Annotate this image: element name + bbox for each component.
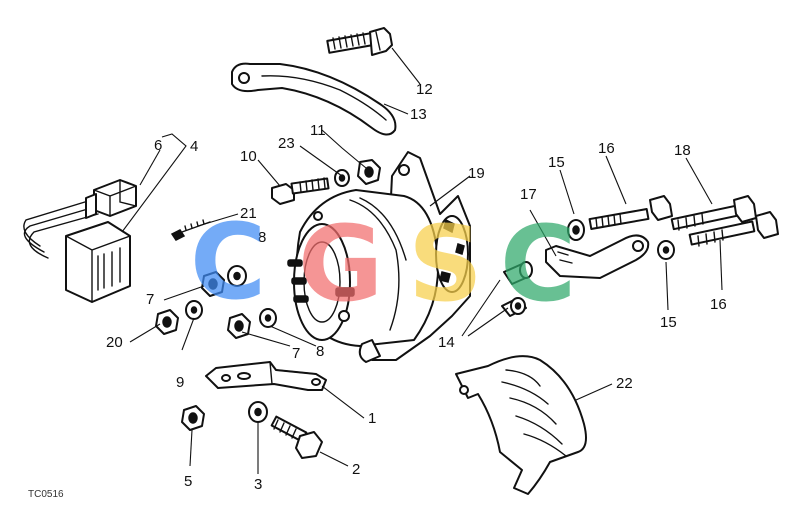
part-16-bolt-lower bbox=[688, 211, 779, 247]
callout-8-upper: 8 bbox=[258, 229, 266, 246]
callout-4: 4 bbox=[190, 138, 198, 155]
watermark-letter-c2: C bbox=[500, 203, 576, 325]
callout-17: 17 bbox=[520, 186, 537, 203]
part-21-screw bbox=[170, 219, 211, 241]
part-7-nut-upper bbox=[201, 271, 225, 297]
part-17-upper-bracket bbox=[545, 234, 650, 279]
part-4-voltage-regulator bbox=[65, 221, 131, 303]
watermark-letter-g: G bbox=[298, 203, 383, 325]
callout-3: 3 bbox=[254, 476, 262, 493]
part-6-wiring-connector bbox=[23, 179, 137, 259]
callout-14: 14 bbox=[438, 334, 455, 351]
callout-23: 23 bbox=[278, 135, 295, 152]
callout-15-upper: 15 bbox=[548, 154, 565, 171]
part-8-washer-upper bbox=[227, 265, 247, 287]
part-13-adjusting-strap bbox=[231, 62, 397, 136]
part-7-nut-lower bbox=[227, 313, 251, 339]
callout-9: 9 bbox=[176, 374, 184, 391]
part-14-spacer-lower bbox=[501, 297, 527, 317]
part-16-bolt-upper bbox=[588, 195, 673, 230]
callout-13: 13 bbox=[410, 106, 427, 123]
part-20-nut bbox=[155, 309, 179, 335]
part-18-bolt bbox=[670, 195, 757, 231]
leader-lines bbox=[121, 47, 723, 474]
part-22-shield bbox=[455, 355, 587, 495]
callout-7-upper: 7 bbox=[146, 291, 154, 308]
watermark-letter-c1: C bbox=[190, 201, 266, 323]
callout-16-upper: 16 bbox=[598, 140, 615, 157]
callout-16-lower: 16 bbox=[710, 296, 727, 313]
callout-15-lower: 15 bbox=[660, 314, 677, 331]
part-5-nut bbox=[181, 405, 205, 431]
part-10-bolt bbox=[271, 177, 330, 205]
part-3-washer bbox=[248, 401, 268, 423]
callout-1: 1 bbox=[368, 410, 376, 427]
callout-2: 2 bbox=[352, 461, 360, 478]
callout-labels: 12 13 6 4 11 23 10 19 15 16 18 17 21 8 7… bbox=[106, 81, 727, 493]
part-19-alternator bbox=[287, 151, 471, 363]
callout-12: 12 bbox=[416, 81, 433, 98]
callout-19: 19 bbox=[468, 165, 485, 182]
callout-10: 10 bbox=[240, 148, 257, 165]
part-12-cap-screw bbox=[326, 27, 393, 56]
part-15-washer-lower bbox=[657, 240, 675, 260]
callout-8-lower: 8 bbox=[316, 343, 324, 360]
callout-21: 21 bbox=[240, 205, 257, 222]
callout-20: 20 bbox=[106, 334, 123, 351]
callout-5: 5 bbox=[184, 473, 192, 490]
figure-reference-code: TC0516 bbox=[28, 489, 64, 500]
watermark-letter-s: S bbox=[408, 203, 483, 325]
part-2-bolt bbox=[270, 415, 323, 459]
part-8-washer-lower bbox=[259, 308, 277, 328]
callout-22: 22 bbox=[616, 375, 633, 392]
part-1-mounting-bracket bbox=[205, 361, 327, 391]
callout-11: 11 bbox=[310, 122, 326, 139]
part-15-washer-upper bbox=[567, 219, 585, 241]
callout-7-lower: 7 bbox=[292, 345, 300, 362]
watermark-logo: C G S C bbox=[190, 201, 576, 325]
callout-18: 18 bbox=[674, 142, 691, 159]
part-14-spacer-upper bbox=[503, 261, 533, 285]
callout-6: 6 bbox=[154, 137, 162, 154]
